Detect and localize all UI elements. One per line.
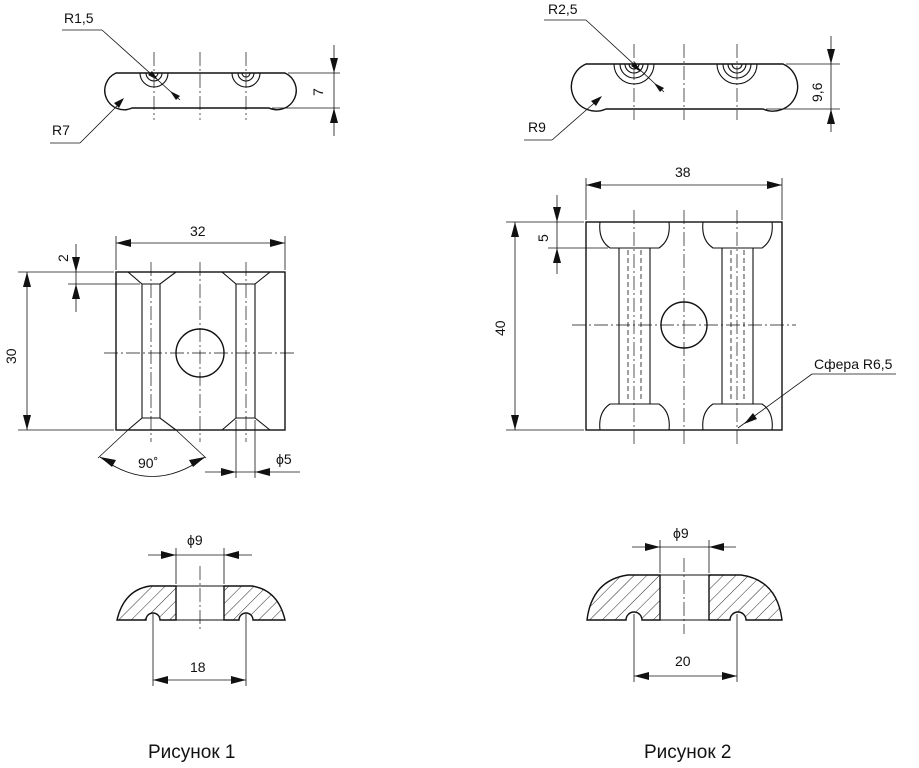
fig1-section-view: ϕ9 18 xyxy=(116,532,286,686)
fig2-radius-large-label: R9 xyxy=(528,119,546,135)
fig2-caption: Рисунок 2 xyxy=(644,742,732,763)
fig2-width-label: 38 xyxy=(675,164,691,180)
fig1-width-label: 32 xyxy=(190,223,206,239)
fig1-depth-label: 2 xyxy=(55,254,71,262)
fig1-hole-label: ϕ5 xyxy=(276,451,292,467)
fig2-height-label: 9,6 xyxy=(809,82,825,102)
fig1-radius-large-label: R7 xyxy=(52,122,70,138)
fig1-caption: Рисунок 1 xyxy=(148,742,236,763)
figure-1: R1,5 R7 7 xyxy=(3,10,340,763)
fig2-section-view: ϕ9 20 xyxy=(586,525,783,682)
fig1-section-spacing-label: 18 xyxy=(190,659,206,675)
fig1-top-view: R1,5 R7 7 xyxy=(50,10,340,144)
fig1-front-view: 32 30 2 90˚ ϕ5 xyxy=(3,223,300,478)
fig2-depth-label: 5 xyxy=(535,234,551,242)
fig2-sphere-label: Сфера R6,5 xyxy=(814,356,893,372)
fig1-height-dim-label: 30 xyxy=(3,348,19,364)
fig2-height-dim-label: 40 xyxy=(492,320,508,336)
fig1-section-diameter-label: ϕ9 xyxy=(187,532,203,548)
fig1-height-label: 7 xyxy=(310,88,326,96)
fig2-top-view: R2,5 R9 9,6 xyxy=(524,1,840,141)
fig1-radius-small-label: R1,5 xyxy=(64,10,94,26)
fig2-section-spacing-label: 20 xyxy=(675,653,691,669)
fig1-angle-label: 90˚ xyxy=(138,455,158,471)
fig2-section-diameter-label: ϕ9 xyxy=(673,525,689,541)
fig2-radius-small-label: R2,5 xyxy=(548,1,578,17)
fig2-front-view: 38 40 5 Сфера R6,5 xyxy=(492,164,896,444)
figure-2: R2,5 R9 9,6 xyxy=(492,1,896,763)
